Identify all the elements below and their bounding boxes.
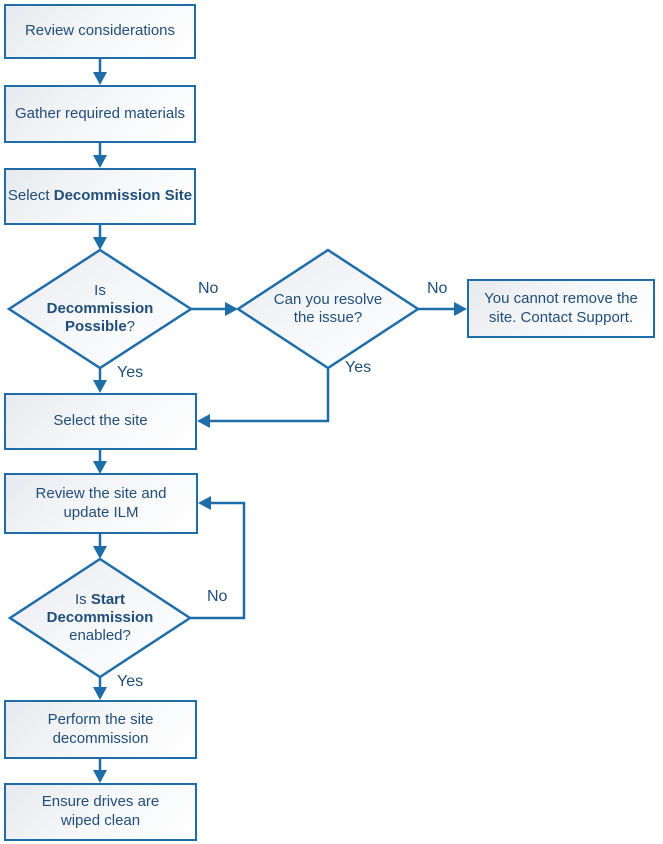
edge-label-no: No xyxy=(198,280,219,297)
edge-label-no: No xyxy=(427,280,448,297)
decision-diamond-can-you-resolve xyxy=(235,248,421,370)
node-label: You cannot remove the site. Contact Supp… xyxy=(484,289,638,326)
node-label: Select Decommission Site xyxy=(7,187,193,205)
arrow-yes-to-select-the-site xyxy=(93,368,107,393)
edge-label-yes: Yes xyxy=(117,673,144,690)
arrow-select-site-to-review-ilm xyxy=(93,450,107,474)
node-ensure-drives-wiped: Ensure drives are wiped clean xyxy=(4,783,197,841)
arrow-no-to-cannot-remove xyxy=(418,302,467,316)
edge-label-yes: Yes xyxy=(117,364,144,381)
node-review-considerations: Review considerations xyxy=(4,4,196,59)
node-cannot-remove-contact-support: You cannot remove the site. Contact Supp… xyxy=(467,279,655,338)
arrow-review-ilm-to-diamond xyxy=(93,534,107,559)
edge-label-yes: Yes xyxy=(345,359,372,376)
arrow-yes-to-perform-decommission xyxy=(93,677,107,700)
edge-label-no: No xyxy=(207,588,228,605)
node-label: Gather required materials xyxy=(14,104,186,122)
node-label: Select the site xyxy=(53,412,148,430)
node-label: Ensure drives are wiped clean xyxy=(41,793,160,829)
arrow-no-loop-to-review-ilm xyxy=(190,496,246,620)
node-perform-site-decommission: Perform the site decommission xyxy=(4,700,197,759)
node-review-site-update-ilm: Review the site and update ILM xyxy=(4,473,198,534)
arrow-resolve-yes-to-select-the-site xyxy=(197,368,330,428)
node-label: Review the site and update ILM xyxy=(35,484,167,521)
node-label: Perform the site decommission xyxy=(47,710,154,747)
node-select-the-site: Select the site xyxy=(4,393,197,450)
decision-diamond-is-start-decommission-enabled xyxy=(7,557,193,679)
arrow-no-to-can-you-resolve xyxy=(191,302,238,316)
arrow-perform-to-ensure-drives xyxy=(93,759,107,783)
decision-diamond-is-decommission-possible xyxy=(6,248,194,370)
node-label: Review considerations xyxy=(24,22,176,40)
arrow-review-to-gather xyxy=(93,59,107,85)
arrow-select-decommission-to-diamond xyxy=(93,225,107,250)
node-select-decommission-site: Select Decommission Site xyxy=(4,168,196,225)
arrow-gather-to-select-decommission xyxy=(93,143,107,168)
node-gather-required-materials: Gather required materials xyxy=(4,85,196,143)
